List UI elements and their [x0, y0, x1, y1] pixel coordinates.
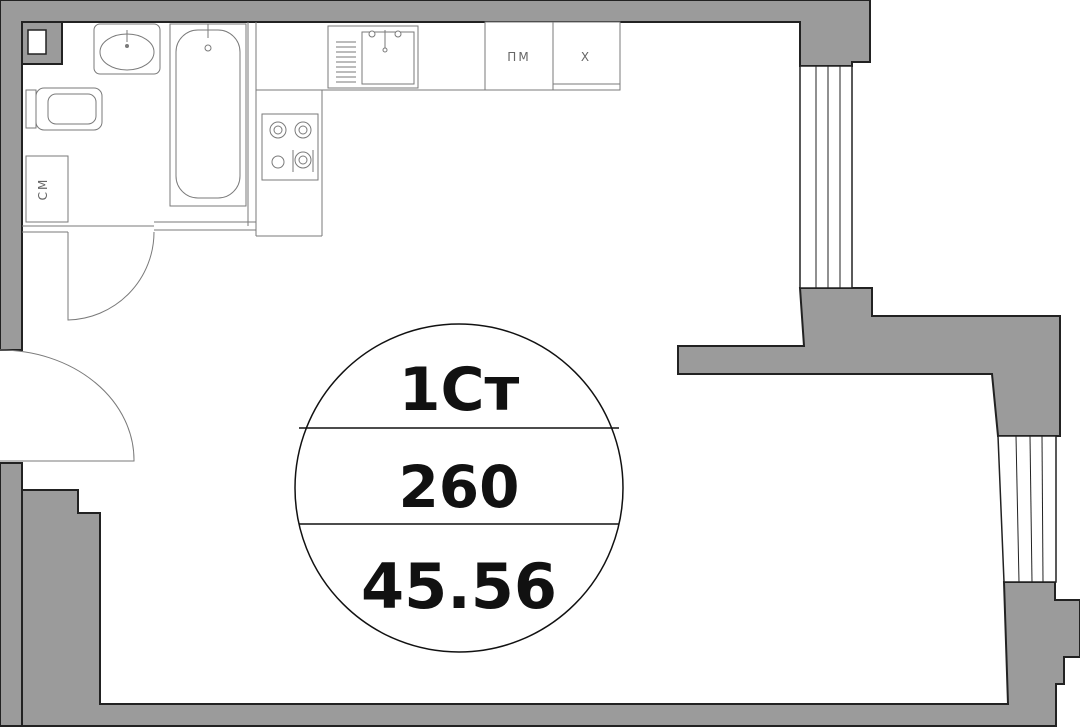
wall-left-lower [0, 462, 23, 727]
entrance-door-swing [0, 349, 135, 462]
window-upper-right [799, 65, 853, 289]
stove [261, 113, 319, 181]
fridge-label: Х [581, 50, 591, 64]
wall-right-upper [677, 287, 1061, 437]
washing-machine: СМ [25, 155, 69, 223]
dishwasher-label: ПМ [507, 50, 530, 64]
bathroom-door-swing [67, 231, 155, 321]
apartment-type: 1Ст [399, 355, 520, 425]
info-circle [294, 323, 624, 653]
window-lower-right [997, 435, 1057, 583]
apartment-area: 45.56 [361, 550, 557, 623]
apartment-info-badge: 1Ст 260 45.56 [294, 323, 624, 653]
shaft-opening [27, 29, 47, 55]
apartment-number: 260 [398, 453, 519, 521]
fridge: Х [552, 21, 621, 91]
bathroom-sink [93, 23, 161, 75]
bathtub [169, 23, 247, 207]
bathroom-partition [22, 22, 257, 236]
kitchen-sink [327, 25, 419, 89]
washer-label: СМ [36, 178, 50, 201]
toilet [25, 87, 103, 131]
dishwasher: ПМ [484, 21, 554, 91]
